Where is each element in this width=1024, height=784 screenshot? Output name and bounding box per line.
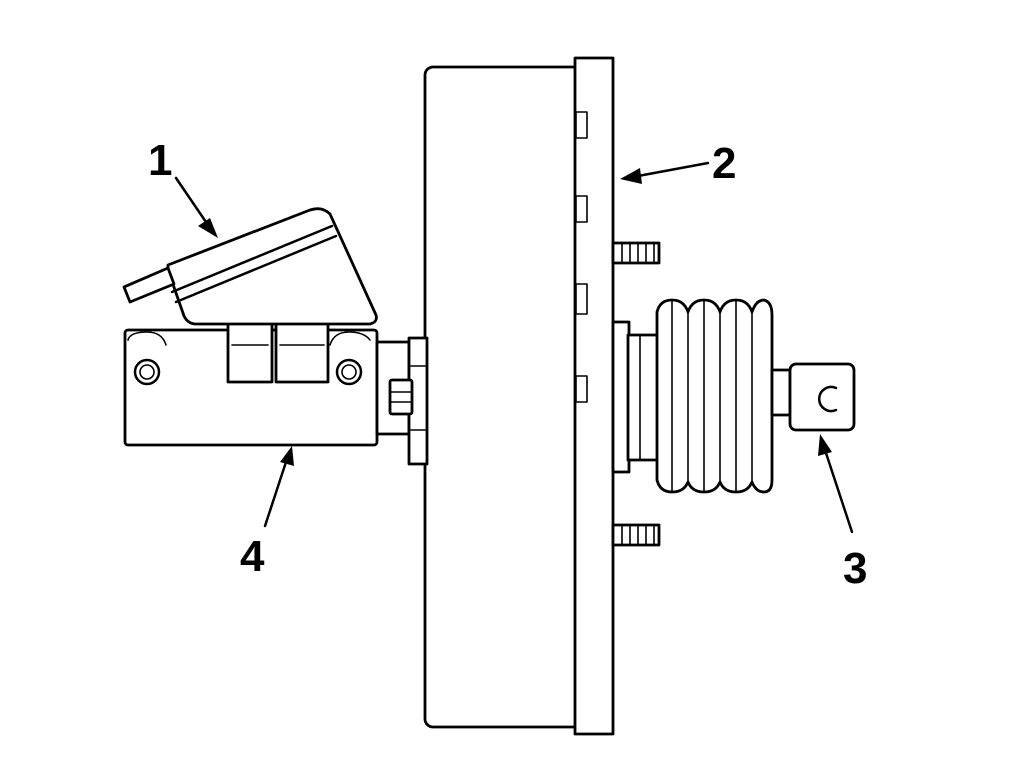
pushrod-hub (611, 320, 660, 474)
mounting-flange (573, 56, 615, 736)
mounting-stud-lower (611, 523, 661, 547)
booster-shell (423, 65, 587, 729)
mounting-stud-upper (611, 241, 661, 265)
callout-label-1: 1 (148, 136, 172, 185)
leader-arrow-1 (174, 176, 218, 238)
leader-arrow-2 (620, 161, 710, 184)
callout-label-3: 3 (843, 544, 867, 593)
leader-arrow-3 (818, 434, 854, 534)
bellows-boot (655, 298, 774, 494)
callout-label-2: 2 (712, 139, 736, 188)
fluid-reservoir (122, 207, 378, 326)
leader-arrow-4 (263, 446, 294, 528)
clevis (770, 362, 856, 432)
callout-label-4: 4 (240, 532, 265, 581)
master-cylinder (123, 318, 429, 466)
